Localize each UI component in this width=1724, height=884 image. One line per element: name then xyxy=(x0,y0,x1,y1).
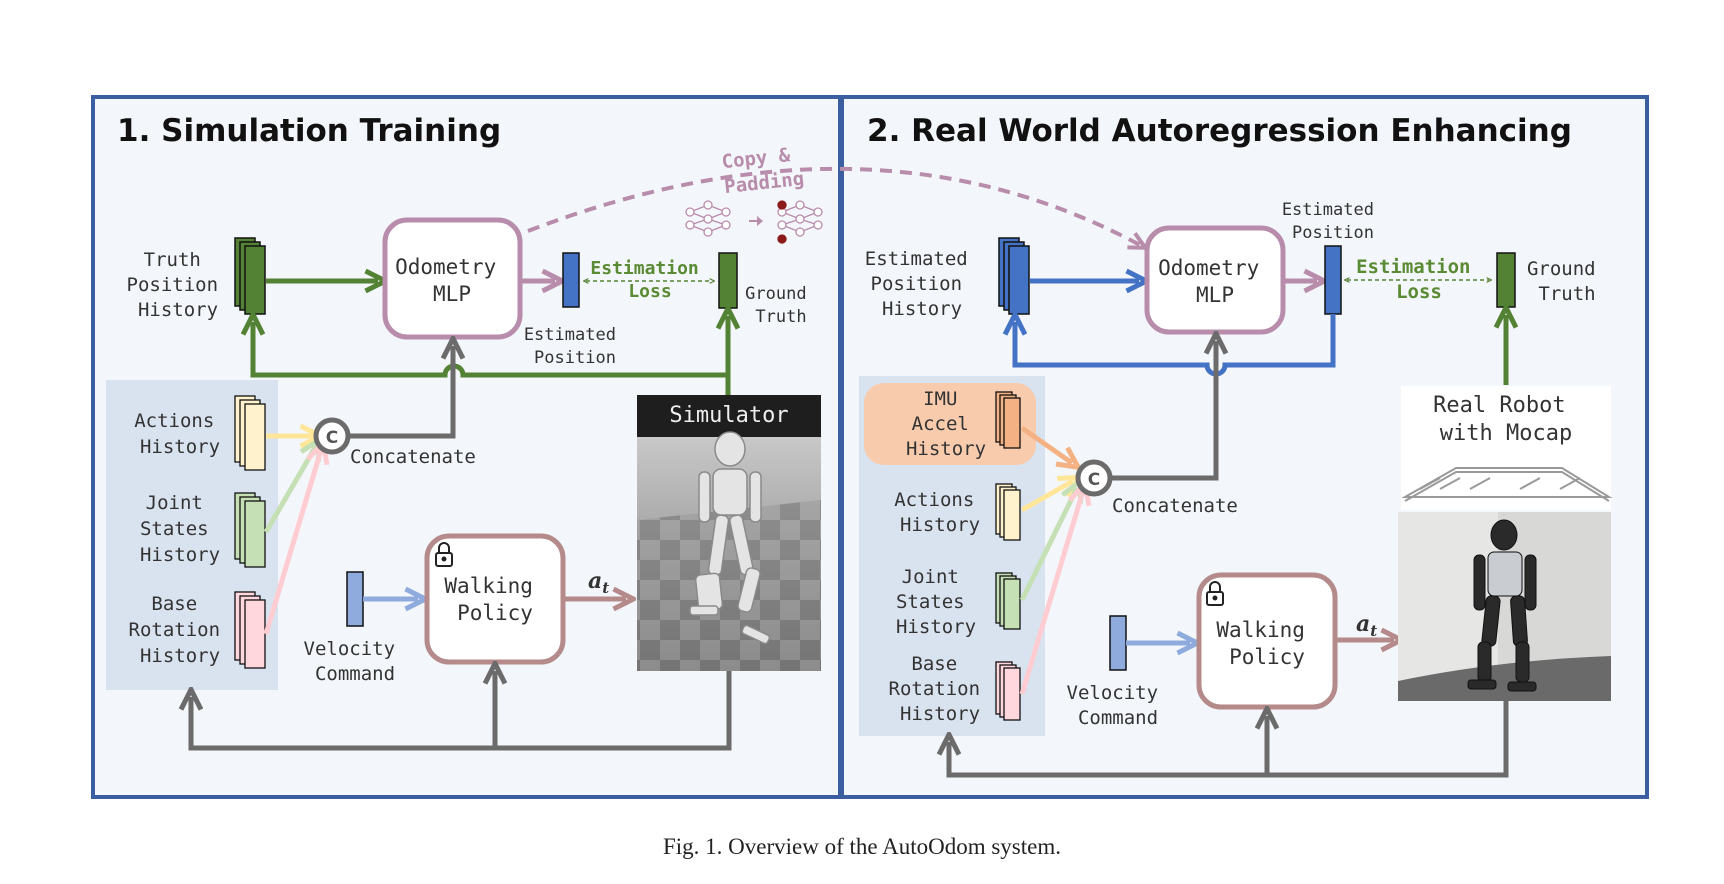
base-history-label: Base Rotation History xyxy=(129,593,232,667)
humanoid-robot-real-icon xyxy=(1467,519,1537,692)
estimated-position-bar-2 xyxy=(1324,245,1342,315)
velocity-command-bar-2 xyxy=(1109,615,1127,671)
odometry-mlp-label: Odometry MLP xyxy=(395,255,509,306)
concat-symbol-2: C xyxy=(1088,470,1100,490)
estimated-position-label: Estimated Position xyxy=(524,325,626,368)
ground-truth-bar xyxy=(718,252,738,309)
base2-to-concat-arrow xyxy=(1019,491,1083,695)
velocity-command-bar xyxy=(346,571,364,627)
concat-symbol: C xyxy=(326,428,338,448)
estimated-position-label-2: Estimated Position xyxy=(1282,200,1384,243)
panel2-title: 2. Real World Autoregression Enhancing xyxy=(867,113,1572,149)
concat-to-odometry-arrow xyxy=(348,346,453,439)
actions-history-label: Actions History xyxy=(134,410,226,458)
imu-history-stack xyxy=(995,391,1021,449)
imu-history-label: IMU Accel History xyxy=(906,388,986,460)
concatenate-label-2: Concatenate xyxy=(1112,495,1238,517)
simulator-image: Simulator xyxy=(637,395,821,671)
panel-simulation-training: 1. Simulation Training Truth Position Hi… xyxy=(91,95,842,799)
joint2-to-concat-arrow xyxy=(1019,488,1077,602)
ground-truth-label: Ground Truth xyxy=(745,284,817,327)
ground-truth-bar-2 xyxy=(1496,252,1516,308)
truth-history-stack xyxy=(234,237,266,315)
estimated-position-bar xyxy=(562,252,580,308)
network-transfer-arrow-icon xyxy=(749,216,763,226)
action-symbol-2: at xyxy=(1356,611,1377,640)
panel1-title: 1. Simulation Training xyxy=(117,113,501,149)
humanoid-robot-sim-icon xyxy=(689,431,771,645)
walking-policy-label: Walking Policy xyxy=(444,574,545,625)
base-history-stack-2 xyxy=(995,661,1021,721)
actions-history-label-2: Actions History xyxy=(894,489,986,536)
est-history-stack xyxy=(998,237,1030,315)
actions-history-stack xyxy=(234,395,266,471)
odometry-mlp-box-2 xyxy=(1144,225,1286,335)
base-to-concat-arrow xyxy=(263,450,321,635)
actions-history-stack-2 xyxy=(995,483,1021,541)
lock-icon-2 xyxy=(1206,581,1224,606)
copy-padding-arrow xyxy=(527,166,1140,245)
walking-policy-label-2: Walking Policy xyxy=(1216,618,1317,669)
action-symbol: at xyxy=(588,568,609,597)
mocap-truss-icon xyxy=(1401,467,1613,502)
concatenate-label: Concatenate xyxy=(350,446,476,468)
truth-history-label: Truth Position History xyxy=(127,249,230,321)
est-history-label: Estimated Position History xyxy=(865,248,979,320)
panel2-bottom-feedback xyxy=(949,701,1509,778)
neural-network-icon-after xyxy=(777,200,823,244)
velocity-command-label-2: Velocity Command xyxy=(1067,682,1170,729)
real-robot-image: Real Robot with Mocap xyxy=(1398,386,1613,701)
joint-history-label: Joint States History xyxy=(140,492,220,566)
estimation-loss-label-2: Estimation Loss xyxy=(1356,256,1482,303)
panel1-bottom-feedback xyxy=(191,671,732,751)
velocity-command-label: Velocity Command xyxy=(304,638,407,685)
real-robot-title: Real Robot with Mocap xyxy=(1433,393,1579,446)
concat2-to-odometry-arrow xyxy=(1110,341,1216,481)
ground-truth-label-2: Ground Truth xyxy=(1527,258,1607,305)
estimation-loss-label: Estimation Loss xyxy=(590,258,709,302)
figure-caption: Fig. 1. Overview of the AutoOdom system. xyxy=(663,834,1061,859)
imu-highlight xyxy=(864,383,1036,465)
joint-history-label-2: Joint States History xyxy=(896,566,976,638)
panel-real-world: 2. Real World Autoregression Enhancing E… xyxy=(840,95,1649,799)
walking-policy-box xyxy=(424,533,566,665)
neural-network-icon-before xyxy=(685,200,731,237)
imu-to-concat-arrow xyxy=(1020,425,1072,463)
joint-history-stack xyxy=(234,492,266,568)
simulator-title: Simulator xyxy=(669,403,788,428)
joint-history-stack-2 xyxy=(995,572,1021,630)
base-history-stack xyxy=(234,591,266,669)
lock-icon xyxy=(435,542,453,567)
base-history-label-2: Base Rotation History xyxy=(889,653,992,725)
odometry-mlp-label-2: Odometry MLP xyxy=(1158,256,1272,307)
